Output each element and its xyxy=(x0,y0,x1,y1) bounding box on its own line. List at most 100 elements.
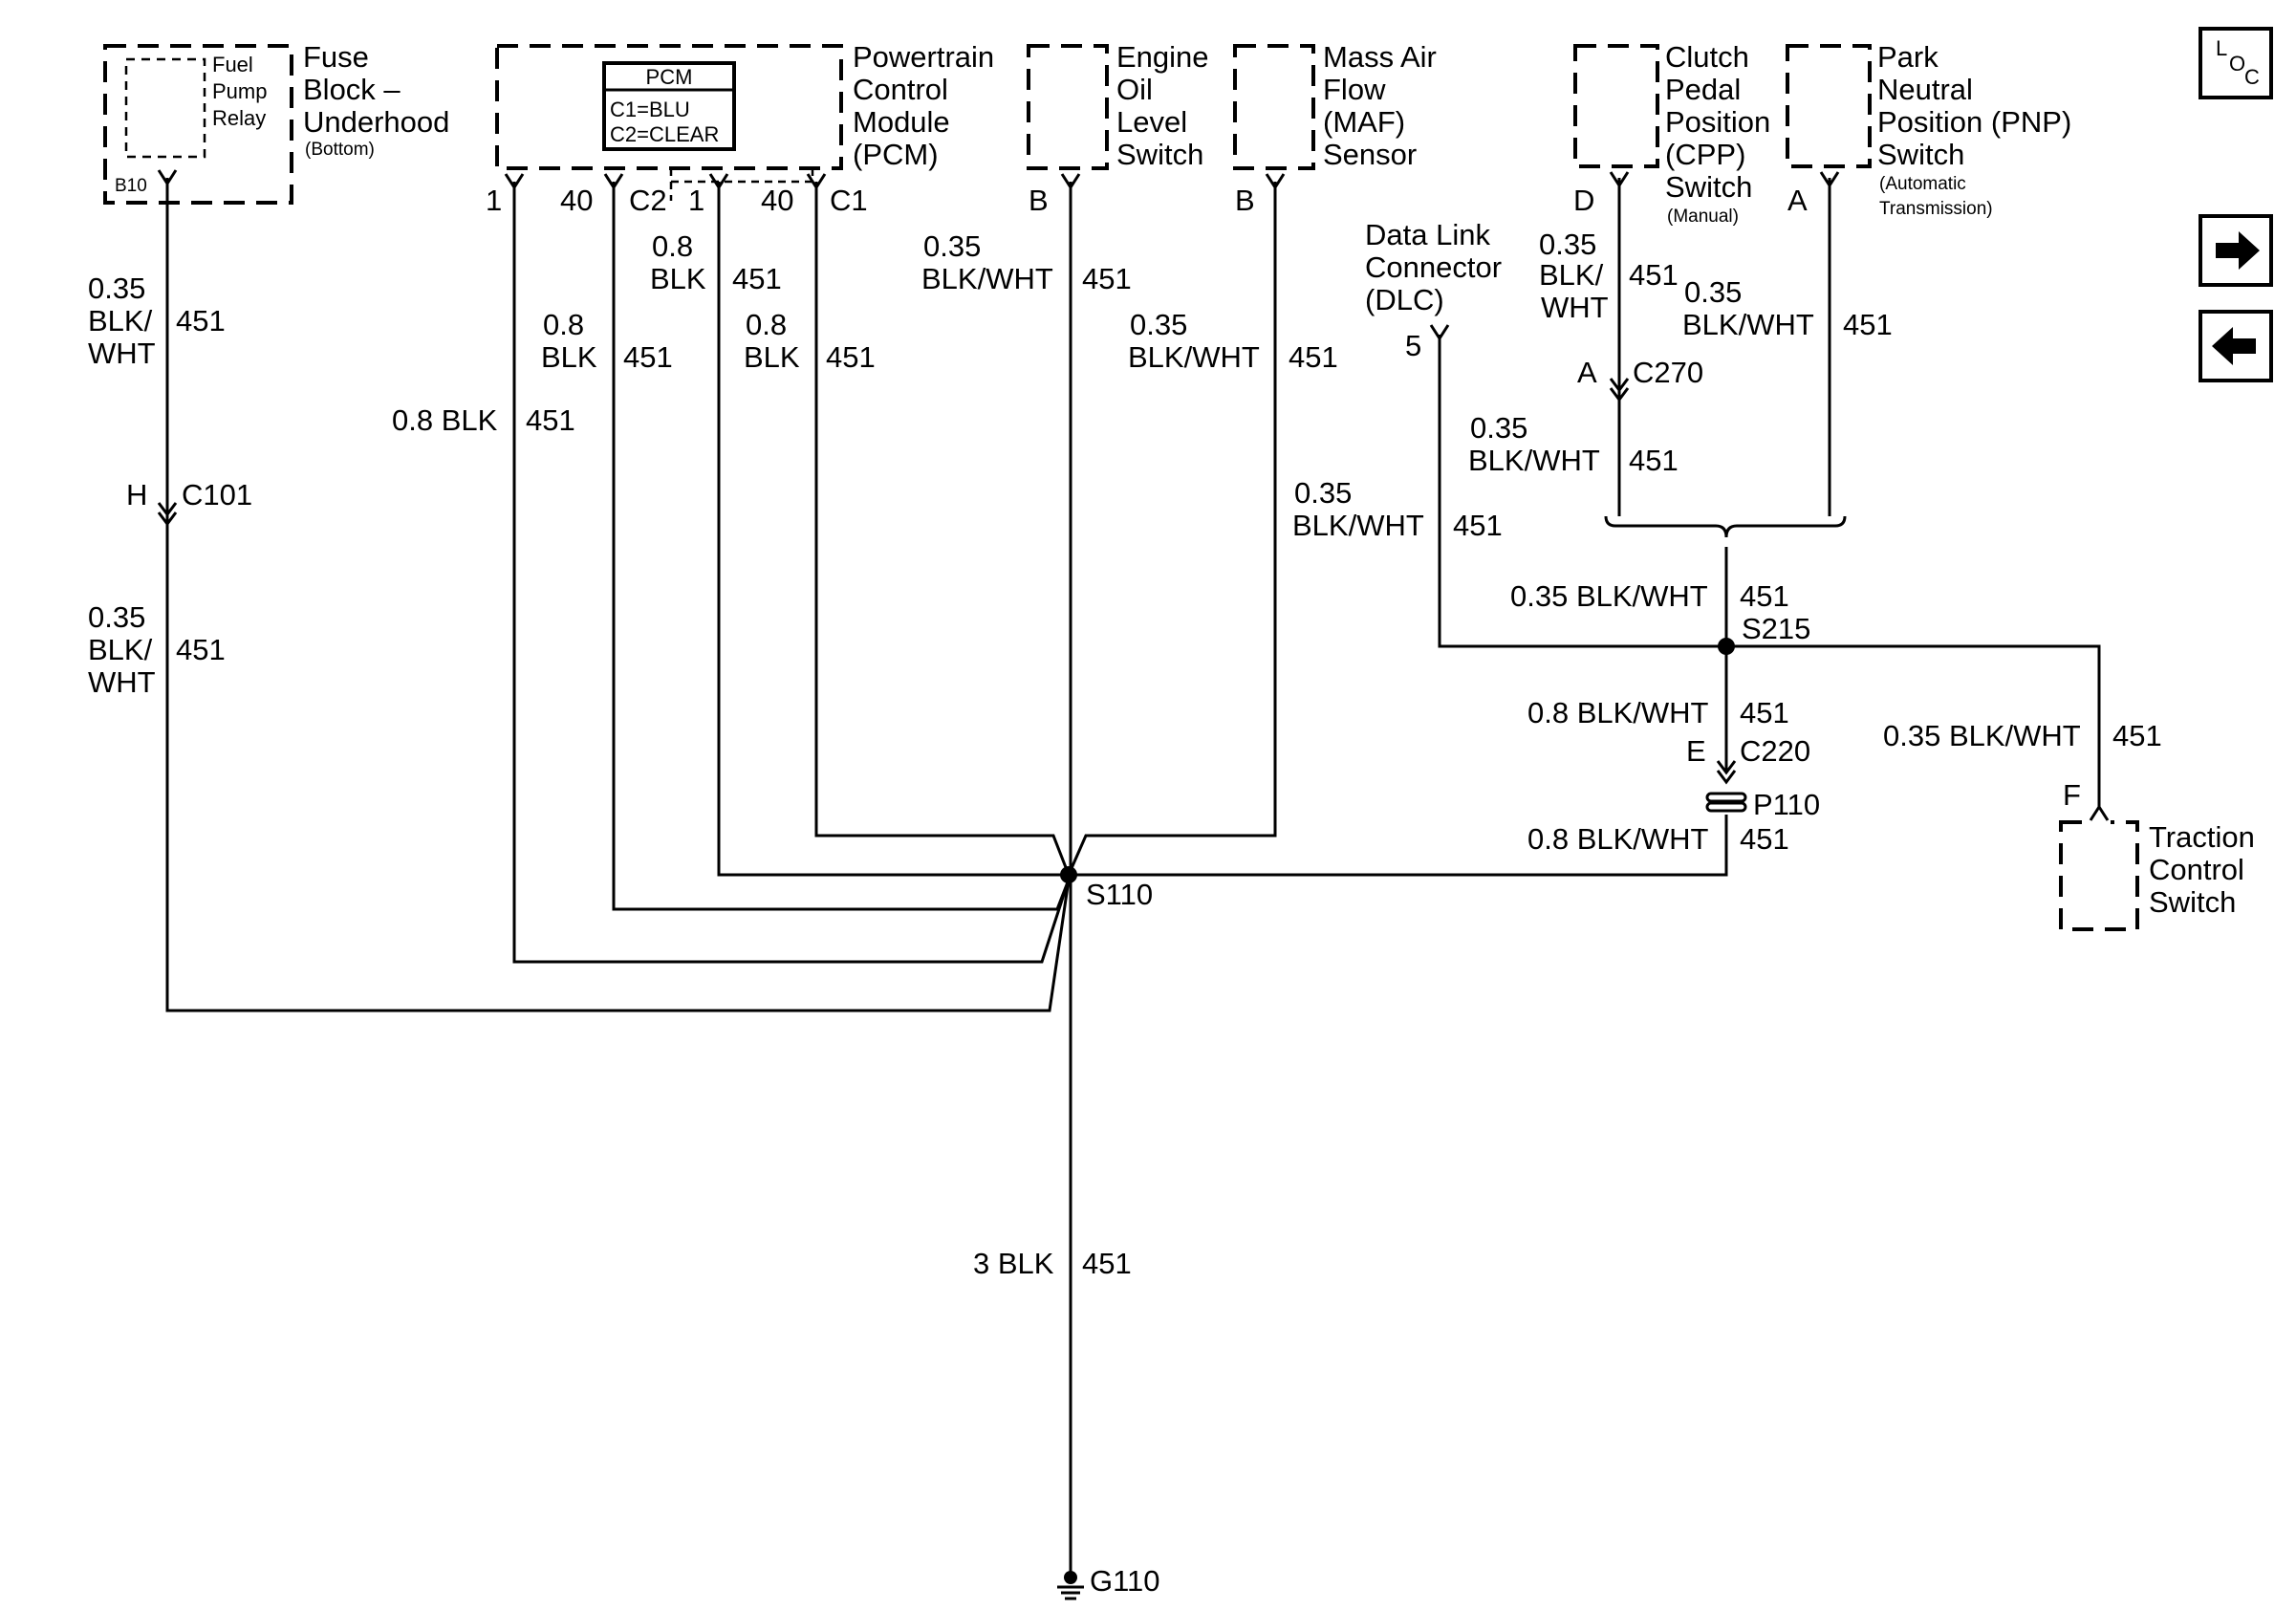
pcm-name-1: Powertrain xyxy=(853,40,994,74)
maf-sensor-component: Mass Air Flow (MAF) Sensor B xyxy=(1233,40,1437,217)
wire-s110-p110 xyxy=(1069,815,1728,877)
traction-pin: F xyxy=(2063,778,2081,812)
s215-upper-size: 0.35 BLK/WHT xyxy=(1510,579,1708,613)
dlc-name-1: Data Link xyxy=(1365,218,1490,251)
wire-pcm-c2-pin1 xyxy=(512,182,1071,964)
maf-upper-size-1: 0.35 xyxy=(1130,308,1187,341)
fuse-lower-size-1: 0.35 xyxy=(88,600,145,634)
loc-letter-o: O xyxy=(2229,52,2245,76)
loc-letter-c: C xyxy=(2244,65,2260,89)
wire-pcm-c1-pin40 xyxy=(814,182,1071,876)
pin-fuse-b10 xyxy=(157,169,178,186)
pin-dlc-5 xyxy=(1429,324,1450,341)
cpp-name-4: (CPP) xyxy=(1665,138,1745,171)
fuse-block-sub: (Bottom) xyxy=(305,140,375,160)
fuse-block-pin: B10 xyxy=(115,176,147,196)
pnp-circuit: 451 xyxy=(1843,308,1893,341)
pcm-c1-40-size-1: 0.8 xyxy=(746,308,787,341)
connector-c101-symbol xyxy=(157,502,178,527)
cpp-name-1: Clutch xyxy=(1665,40,1749,74)
fuse-block-name-1: Fuse xyxy=(303,40,369,74)
pnp-name-2: Neutral xyxy=(1877,73,1973,106)
traction-name-2: Control xyxy=(2149,853,2244,886)
oil-level-switch-component: Engine Oil Level Switch B xyxy=(1027,40,1209,217)
locator-button[interactable]: L O C xyxy=(2199,27,2273,99)
pcm-pin-c2-1: 1 xyxy=(486,184,502,217)
cpp-lower-size-2: BLK/WHT xyxy=(1468,444,1600,477)
fuse-upper-size-3: WHT xyxy=(88,337,156,370)
pcm-name-2: Control xyxy=(853,73,948,106)
cpp-upper-circuit: 451 xyxy=(1629,258,1679,292)
pnp-sub-1: (Automatic xyxy=(1879,174,1966,194)
fuse-block-name-3: Underhood xyxy=(303,105,449,139)
arrow-right-icon xyxy=(2216,231,2260,270)
p110-lower-size: 0.8 BLK/WHT xyxy=(1527,822,1709,856)
pin-pcm-c1-40 xyxy=(806,173,827,190)
cpp-name-3: Position xyxy=(1665,105,1770,139)
oil-size-1: 0.35 xyxy=(923,229,981,263)
pcm-box-title: PCM xyxy=(646,65,693,89)
cpp-pin: D xyxy=(1573,184,1594,217)
traction-name-3: Switch xyxy=(2149,885,2236,919)
pcm-pin-c2-40: 40 xyxy=(560,184,593,217)
s215-lower-circuit: 451 xyxy=(1740,696,1789,729)
maf-lower-size-1: 0.35 xyxy=(1294,476,1352,510)
s215-upper-circuit: 451 xyxy=(1740,579,1789,613)
pnp-size-1: 0.35 xyxy=(1684,275,1742,309)
dlc-name-2: Connector xyxy=(1365,250,1502,284)
splice-s215-label: S215 xyxy=(1742,612,1810,645)
ground-wire-size: 3 BLK xyxy=(973,1247,1054,1280)
pcm-connector-c1: C1 xyxy=(830,184,868,217)
p110-label: P110 xyxy=(1753,788,1820,821)
pcm-component: PCM C1=BLU C2=CLEAR Powertrain Control M… xyxy=(486,40,994,217)
wire-dlc xyxy=(1438,335,1726,648)
oil-circuit: 451 xyxy=(1082,262,1132,295)
oil-switch-name-2: Oil xyxy=(1116,73,1153,106)
fuse-upper-size-1: 0.35 xyxy=(88,272,145,305)
wire-pcm-c2-pin40 xyxy=(612,182,1071,911)
pin-maf-b xyxy=(1265,173,1286,190)
pin-traction-f xyxy=(2089,804,2110,821)
wire-pcm-c1-pin1 xyxy=(717,182,1069,877)
c270-pin: A xyxy=(1577,356,1597,389)
cpp-switch-component: Clutch Pedal Position (CPP) Switch (Manu… xyxy=(1573,40,1770,227)
pcm-c2-40-size-2: BLK xyxy=(541,340,597,374)
fuse-upper-size-2: BLK/ xyxy=(88,304,153,337)
fuse-lower-size-3: WHT xyxy=(88,665,156,699)
arrow-left-icon xyxy=(2212,327,2256,365)
next-page-button[interactable] xyxy=(2199,214,2273,287)
wire-labels: 0.35 BLK/ WHT 451 H C101 0.35 BLK/ WHT 4… xyxy=(88,228,2162,1598)
oil-switch-name-1: Engine xyxy=(1116,40,1209,74)
ground-g110-label: G110 xyxy=(1090,1564,1160,1598)
fuse-block-name-2: Block – xyxy=(303,73,401,106)
splice-s215-dot xyxy=(1718,638,1735,655)
p110-symbol xyxy=(1705,792,1747,803)
pcm-c2-40-size-1: 0.8 xyxy=(543,308,584,341)
prev-page-button[interactable] xyxy=(2199,310,2273,382)
cpp-upper-size-2: BLK/ xyxy=(1539,258,1604,292)
pnp-pin: A xyxy=(1787,184,1808,217)
pin-pcm-c2-1 xyxy=(504,173,525,190)
pcm-pin-c1-40: 40 xyxy=(761,184,793,217)
maf-name-4: Sensor xyxy=(1323,138,1417,171)
splice-s110-label: S110 xyxy=(1086,878,1153,911)
maf-lower-circuit: 451 xyxy=(1453,509,1503,542)
c220-pin: E xyxy=(1686,734,1706,768)
cpp-lower-circuit: 451 xyxy=(1629,444,1679,477)
wires xyxy=(165,178,2101,1577)
maf-upper-circuit: 451 xyxy=(1289,340,1338,374)
oil-size-2: BLK/WHT xyxy=(921,262,1053,295)
relay-label-line3: Relay xyxy=(212,106,266,130)
relay-label-line2: Pump xyxy=(212,79,267,103)
pin-pcm-c1-1 xyxy=(708,173,729,190)
pnp-size-2: BLK/WHT xyxy=(1682,308,1814,341)
oil-switch-name-3: Level xyxy=(1116,105,1187,139)
pnp-sub-2: Transmission) xyxy=(1879,199,1993,219)
cpp-upper-size-3: WHT xyxy=(1541,291,1609,324)
traction-name-1: Traction xyxy=(2149,820,2255,854)
maf-pin: B xyxy=(1235,184,1255,217)
c101-name: C101 xyxy=(182,478,252,511)
dlc-name-3: (DLC) xyxy=(1365,283,1444,316)
pcm-c1-1-circuit: 451 xyxy=(732,262,782,295)
ground-symbol xyxy=(1057,1566,1084,1600)
